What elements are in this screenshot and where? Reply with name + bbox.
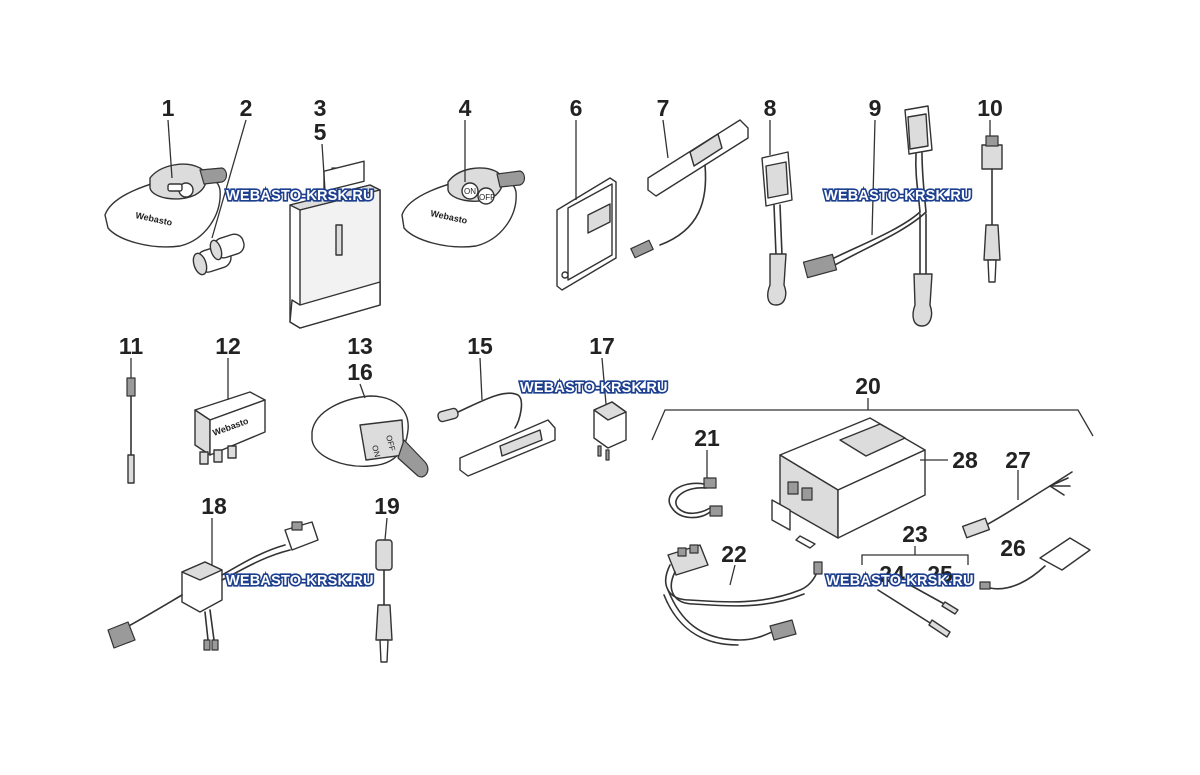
leader-lines: [130, 119, 991, 541]
watermark-top-left: WEBASTO-KRSK.RU: [226, 188, 374, 204]
callout-6: 6: [570, 95, 583, 121]
part-1-remote-fob: Webasto: [104, 163, 228, 248]
watermark-top-right: WEBASTO-KRSK.RU: [824, 188, 972, 204]
watermark-bottom-right: WEBASTO-KRSK.RU: [826, 573, 974, 589]
callout-15: 15: [467, 333, 493, 359]
callout-16: 16: [347, 359, 373, 385]
callout-27: 27: [1005, 447, 1031, 473]
callout-11: 11: [119, 333, 144, 359]
part-26-flat-sensor: [979, 537, 1091, 590]
callout-17: 17: [589, 333, 615, 359]
fob-4-off-label: OFF: [479, 193, 495, 202]
part-7-antenna: [630, 119, 749, 259]
callout-9: 9: [869, 95, 882, 121]
part-25-probe: [909, 584, 959, 615]
part-21-short-harness: [668, 477, 723, 519]
part-3-receiver-unit: [289, 160, 381, 329]
part-19-sensor: [375, 539, 393, 663]
fob-4-on-label: ON: [464, 187, 476, 196]
watermark-middle: WEBASTO-KRSK.RU: [520, 380, 668, 396]
callout-2: 2: [240, 95, 253, 121]
part-27-wire-lead: [961, 470, 1073, 539]
part-24-probe: [877, 589, 951, 638]
fob-13-off-label: OFF: [384, 434, 397, 452]
callout-20: 20: [855, 373, 881, 399]
part-18-module-harness: [107, 518, 319, 651]
part-8-connector-sensor: [761, 151, 793, 306]
callout-3: 3: [314, 95, 327, 121]
watermarks: WEBASTO-KRSK.RU WEBASTO-KRSK.RU WEBASTO-…: [224, 186, 975, 590]
callout-12: 12: [215, 333, 241, 359]
callout-19: 19: [374, 493, 400, 519]
callout-8: 8: [764, 95, 777, 121]
part-6-mounting-bracket: [556, 177, 617, 291]
callout-4: 4: [459, 95, 472, 121]
part-28-main-unit: [771, 417, 948, 549]
part-2-batteries: [192, 233, 245, 276]
callout-1: 1: [162, 95, 175, 121]
watermark-bottom-left: WEBASTO-KRSK.RU: [226, 573, 374, 589]
fob-13-on-label: ON: [370, 444, 382, 458]
part-22-main-harness: [663, 544, 823, 646]
part-13-remote-fob: ON OFF: [311, 395, 429, 478]
part-23-group: [861, 546, 969, 565]
part-11-thin-probe: [126, 377, 136, 484]
part-12-control-module: Webasto: [194, 391, 266, 465]
callout-22: 22: [721, 541, 747, 567]
part-10-sensor-probe: [981, 135, 1003, 283]
callout-23: 23: [902, 521, 928, 547]
part-17-relay: [593, 401, 627, 461]
callout-7: 7: [657, 95, 670, 121]
callout-21: 21: [694, 425, 720, 451]
part-9-harness: [802, 105, 933, 327]
callout-5: 5: [314, 119, 327, 145]
part-20-group-bracket: [651, 398, 1094, 441]
part-15-antenna: [437, 392, 556, 477]
callout-26: 26: [1000, 535, 1026, 561]
part-4-remote-fob-on-off: ON OFF Webasto: [401, 167, 526, 248]
callout-10: 10: [977, 95, 1003, 121]
callout-13: 13: [347, 333, 373, 359]
callout-24: 24: [879, 561, 905, 587]
callout-numbers: 1 2 3 5 4 6 7 8 9 10 11 12 13 16 15 17 2…: [119, 95, 1031, 587]
callout-25: 25: [927, 561, 953, 587]
callout-28: 28: [952, 447, 978, 473]
callout-18: 18: [201, 493, 227, 519]
